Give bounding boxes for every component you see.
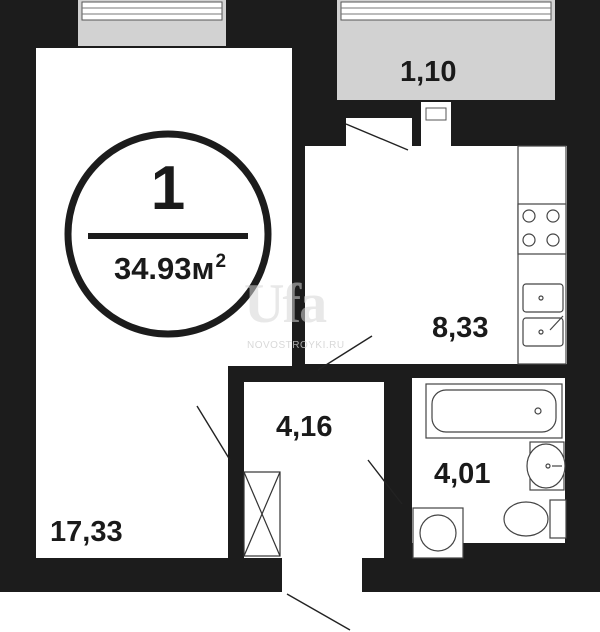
stove-icon xyxy=(522,209,560,247)
door-swing-icon xyxy=(196,123,409,631)
bathroom-area: 4,01 xyxy=(434,458,491,490)
wardrobe-icon xyxy=(243,471,281,557)
watermark-logo: Ufa xyxy=(244,273,327,335)
total-area: 34.93м2 xyxy=(95,252,245,284)
window-top-left xyxy=(78,0,226,46)
sink-icon xyxy=(522,283,564,347)
kitchen-area: 8,33 xyxy=(432,312,489,344)
hall-area: 4,16 xyxy=(276,411,333,443)
watermark-caption: NOVOSTROYKI.RU xyxy=(247,340,345,351)
rooms-count: 1 xyxy=(150,154,186,223)
toilet-icon xyxy=(503,499,567,539)
balcony-area: 1,10 xyxy=(400,56,457,88)
washing-machine-icon xyxy=(412,507,464,559)
balcony xyxy=(337,0,555,146)
total-area-value: 34.93м xyxy=(113,251,215,286)
apartment-badge xyxy=(64,130,272,338)
living-room-area: 17,33 xyxy=(50,516,123,548)
partitions xyxy=(228,366,567,560)
bathroom-sink-icon xyxy=(526,441,566,491)
bathtub-icon xyxy=(425,383,563,439)
total-area-unit-power: 2 xyxy=(215,251,227,272)
